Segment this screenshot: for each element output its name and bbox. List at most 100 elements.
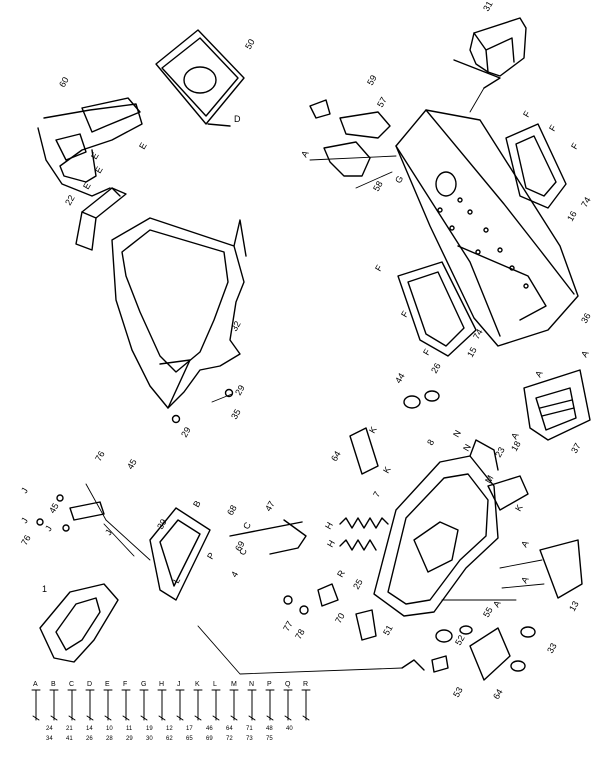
part-1-cushion xyxy=(39,583,119,663)
key-letter-a: A xyxy=(33,681,38,688)
key-number: 19 xyxy=(146,726,153,732)
key-number: 14 xyxy=(86,726,93,732)
callout-c23: 23 xyxy=(493,445,507,459)
callout-g1: G xyxy=(393,174,405,185)
part-76b-washer xyxy=(62,524,70,532)
callout-f2: F xyxy=(547,123,559,133)
callout-a3: A xyxy=(579,349,591,359)
callout-k3: K xyxy=(513,503,525,513)
callout-c22: 22 xyxy=(63,193,77,207)
callout-c1b: 1 xyxy=(42,584,47,594)
key-bolt-a: A xyxy=(31,681,41,721)
callout-c60: 60 xyxy=(57,75,71,89)
callout-j3: J xyxy=(103,528,114,537)
key-bolt-b: B xyxy=(49,681,59,721)
callout-c76a: 76 xyxy=(93,449,107,463)
callout-k1: K xyxy=(367,425,379,435)
part-64-clip xyxy=(349,427,379,475)
callout-f5: F xyxy=(399,309,411,319)
callout-e4: E xyxy=(89,151,101,161)
spring xyxy=(401,659,425,671)
key-letter-l: L xyxy=(213,681,217,688)
part-33b-bushing xyxy=(510,660,526,672)
part-13-bracket xyxy=(539,539,583,599)
part-52-bushing xyxy=(435,629,453,643)
callout-j1: J xyxy=(19,486,30,495)
part-31-bracket xyxy=(453,17,527,89)
leader-lines xyxy=(85,87,545,675)
callout-c2: C xyxy=(237,546,249,557)
key-number: 75 xyxy=(266,736,273,742)
key-number: 29 xyxy=(126,736,133,742)
key-number: 65 xyxy=(186,736,193,742)
callout-c44: 44 xyxy=(393,371,407,385)
callout-c58: 58 xyxy=(371,179,385,193)
callout-a1: A xyxy=(299,149,311,159)
part-25-spring xyxy=(339,539,377,551)
part-39-pedal xyxy=(149,507,211,601)
key-number: 11 xyxy=(126,726,133,732)
callout-e2: E xyxy=(81,181,93,191)
callout-c15: 15 xyxy=(465,345,479,359)
callout-c29a: 29 xyxy=(233,383,247,397)
key-number: 21 xyxy=(66,726,73,732)
key-bolt-e: E xyxy=(103,681,113,721)
key-number: 62 xyxy=(166,736,173,742)
part-70-clip xyxy=(317,583,339,607)
part-26-knob xyxy=(424,390,440,402)
callout-c37: 37 xyxy=(569,441,583,455)
part-64b-bracket xyxy=(469,627,511,681)
part-8-body xyxy=(373,439,499,617)
callout-c47: 47 xyxy=(263,499,277,513)
key-number: 24 xyxy=(46,726,53,732)
key-bolt-l: L xyxy=(211,681,221,721)
key-number: 12 xyxy=(166,726,173,732)
callout-c4: 4 xyxy=(229,570,240,579)
key-bolt-g: G xyxy=(139,681,149,721)
callout-c29b: 29 xyxy=(179,425,193,439)
callout-c78: 78 xyxy=(293,627,307,641)
callout-f6: F xyxy=(421,347,433,357)
callout-a4: A xyxy=(509,431,521,441)
callout-c16: 16 xyxy=(565,209,579,223)
callout-b1: B xyxy=(191,499,203,509)
callout-r1: R xyxy=(335,568,347,579)
callout-h2: H xyxy=(325,538,337,549)
key-bolt-d: D xyxy=(85,681,95,721)
callout-k2: K xyxy=(381,465,393,475)
part-16-footrest xyxy=(505,123,567,209)
key-letter-m: M xyxy=(231,681,237,688)
key-bolt-r: R xyxy=(301,681,311,721)
callout-c33: 33 xyxy=(545,641,559,655)
callout-l1: L xyxy=(171,576,182,585)
key-letter-h: H xyxy=(159,681,164,688)
key-number: 69 xyxy=(206,736,213,742)
callout-c26: 26 xyxy=(429,361,443,375)
key-number: 34 xyxy=(46,736,53,742)
part-33a-bushing xyxy=(520,626,536,638)
callout-c50: 50 xyxy=(243,37,257,51)
key-letter-q: Q xyxy=(285,681,291,688)
key-bolt-c: C xyxy=(67,681,77,721)
part-58-bracket xyxy=(323,141,371,177)
callout-c1: C xyxy=(241,520,253,531)
callout-c7: 7 xyxy=(371,490,382,499)
part-51-pin xyxy=(355,609,377,641)
callout-c39: 39 xyxy=(155,517,169,531)
key-number: 72 xyxy=(226,736,233,742)
key-letter-p: P xyxy=(267,681,272,688)
callout-c70: 70 xyxy=(333,611,347,625)
part-4-link xyxy=(269,519,307,555)
key-letter-f: F xyxy=(123,681,127,688)
key-bolt-j: J xyxy=(175,681,185,721)
part-53-spacer xyxy=(431,655,449,673)
callout-c64b: 64 xyxy=(491,687,505,701)
part-32-fender xyxy=(111,217,247,409)
callout-c64a: 64 xyxy=(329,449,343,463)
key-letter-g: G xyxy=(141,681,146,688)
key-letter-b: B xyxy=(51,681,56,688)
key-number: 64 xyxy=(226,726,233,732)
